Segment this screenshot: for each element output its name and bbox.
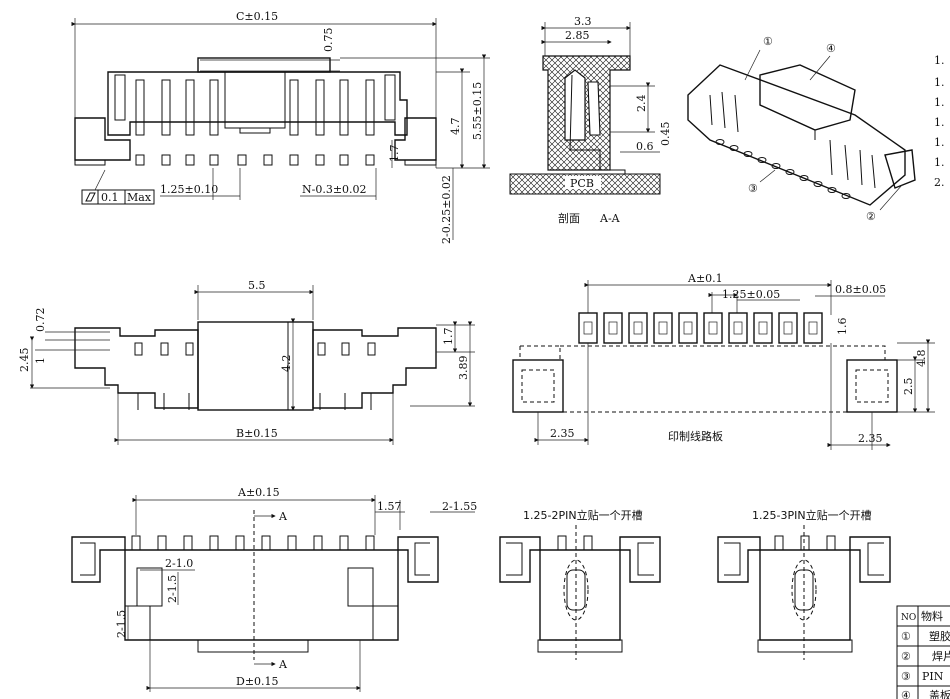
callout-1: ①	[763, 35, 773, 48]
callout-2: ②	[866, 210, 876, 223]
notes-list: 1. 1. 1. 1. 1. 1. 2.	[934, 54, 945, 189]
top-cap	[197, 321, 314, 411]
dim-bottom-span: A±0.15	[237, 486, 280, 499]
dim-mount-height: 2.5	[902, 378, 915, 396]
dim-slot-width: 2-1.0	[165, 557, 193, 570]
note-7: 2.	[934, 176, 945, 189]
dim-side-c: 1	[34, 357, 47, 364]
iso-view: ① ④ ③ ②	[687, 35, 916, 223]
bom-row-4-no: ④	[901, 689, 911, 699]
dim-hold-down: 2-0.25±0.02	[440, 175, 453, 244]
section-housing	[542, 55, 631, 171]
dim-height-total: 5.55±0.15	[471, 82, 484, 140]
bom-row-3-name: PIN	[922, 670, 944, 683]
bom-header-material: 物料	[921, 609, 943, 623]
dim-contact-height: 2.4	[635, 95, 648, 113]
callout-3: ③	[748, 182, 758, 195]
bom-row-1-no: ①	[901, 630, 911, 643]
bom-row-3-no: ③	[901, 670, 911, 683]
callout-4: ④	[826, 42, 836, 55]
dim-cap-height: 4.2	[280, 355, 293, 373]
dim-cap-width: 5.5	[248, 279, 266, 292]
cut-mark-top: A	[278, 510, 288, 523]
dim-bottom-right-a: 1.57	[377, 500, 402, 513]
dim-pad-width: 0.8±0.05	[835, 283, 886, 296]
top-view: 5.5 0.72 2.45 1 4.2 1.7 3.89	[18, 279, 475, 445]
variant-2pin-label: 1.25-2PIN立贴一个开槽	[523, 508, 643, 522]
dim-overall-d: D±0.15	[236, 675, 279, 688]
dim-side-a: 0.72	[34, 308, 47, 333]
bom-row-4-name: 盖板	[929, 688, 950, 699]
dim-right-b: 3.89	[457, 356, 470, 381]
pcb-layout: A±0.1 1.25±0.05 0.8±0.05 1.6	[512, 272, 935, 450]
flatness-frame	[81, 189, 155, 205]
bom-row-2-name: 焊片	[932, 649, 950, 663]
dim-right-offset: 2.35	[858, 432, 883, 445]
variant-3pin-label: 1.25-3PIN立贴一个开槽	[752, 508, 872, 522]
dim-pcb-height: 4.8	[915, 350, 928, 368]
note-4: 1.	[934, 116, 945, 129]
flatness-value: 0.1	[101, 191, 119, 204]
dim-pcb-span: A±0.1	[687, 272, 723, 285]
dim-pcb-pitch: 1.25±0.05	[722, 288, 780, 301]
cut-mark-bottom: A	[278, 658, 288, 671]
bom-row-1-name: 塑胶	[929, 629, 950, 643]
pcb-caption: 印制线路板	[668, 429, 723, 443]
note-3: 1.	[934, 96, 945, 109]
section-caption: 剖面	[558, 211, 580, 225]
pcb-mount-right	[846, 359, 898, 413]
dim-pad-height: 1.6	[836, 318, 849, 336]
section-view: 3.3 2.85 2.4 0.6 0.45 PCB 剖面 A-A	[509, 15, 672, 225]
dim-left-offset: 2.35	[550, 427, 575, 440]
section-tag: A-A	[599, 212, 621, 225]
variant-2pin: 1.25-2PIN立贴一个开槽	[499, 508, 661, 660]
dim-section-inner: 2.85	[565, 29, 590, 42]
pcb-mount-left	[512, 359, 564, 413]
dim-height-body: 4.7	[449, 118, 462, 136]
dim-foot-height: 2-1.5	[115, 610, 128, 638]
pcb-label: PCB	[570, 177, 594, 190]
bottom-view: A±0.15 1.57 2-1.55 A A 2-1.0 2-1.5 2-1.5	[71, 486, 477, 692]
note-6: 1.	[934, 156, 945, 169]
note-2: 1.	[934, 76, 945, 89]
bom-row-2-no: ②	[901, 650, 911, 663]
flatness-max: Max	[127, 191, 152, 204]
dim-lead-thickness: 0.45	[659, 122, 672, 147]
note-1: 1.	[934, 54, 945, 67]
dim-bottom-right-b: 2-1.55	[442, 500, 477, 513]
pcb-pad-row	[578, 312, 823, 344]
bom-header-no: NO	[901, 613, 916, 623]
dim-right-a: 1.7	[442, 328, 455, 346]
dim-section-outer: 3.3	[574, 15, 592, 28]
dim-overall-c: C±0.15	[236, 10, 278, 23]
bom-table: NO 物料 ① 塑胶 ② 焊片 ③ PIN ④ 盖板	[896, 605, 950, 699]
dim-lead-height: 1.7	[388, 145, 401, 163]
dim-overall-b: B±0.15	[236, 427, 278, 440]
front-view: C±0.15 0.75 4.	[71, 10, 490, 244]
note-5: 1.	[934, 136, 945, 149]
dim-pitch: 1.25±0.10	[160, 183, 218, 196]
dim-top-offset: 0.75	[322, 28, 335, 53]
dim-slot-height: 2-1.5	[166, 575, 179, 603]
variant-3pin: 1.25-3PIN立贴一个开槽	[717, 508, 891, 660]
dim-lead-length: 0.6	[636, 140, 654, 153]
dim-side-b: 2.45	[18, 348, 31, 373]
dim-span: N-0.3±0.02	[302, 183, 367, 196]
